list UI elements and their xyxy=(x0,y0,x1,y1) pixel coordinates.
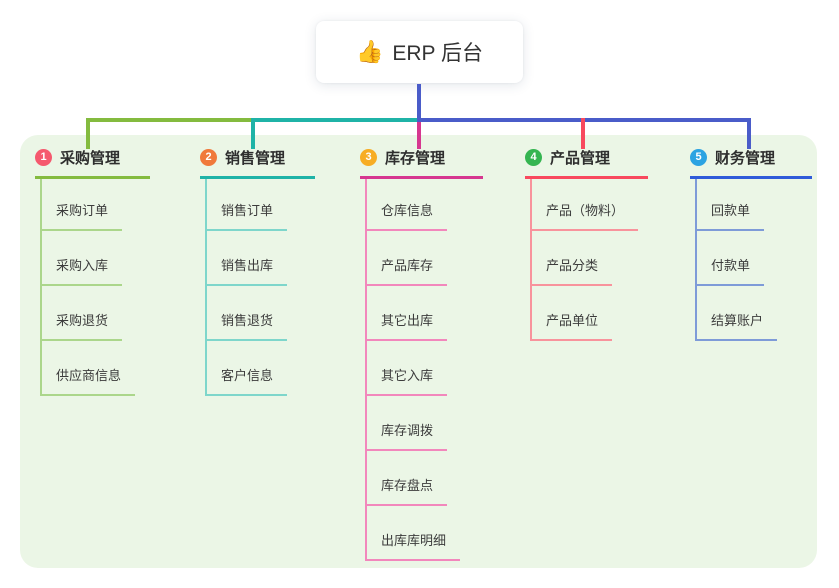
branch-number-badge: 3 xyxy=(360,148,377,166)
branch-label: 产品管理 xyxy=(550,149,611,167)
child-node[interactable]: 付款单 xyxy=(695,255,765,286)
child-trunk-connector xyxy=(530,179,532,341)
child-trunk-connector xyxy=(365,179,367,561)
child-node[interactable]: 出库库明细 xyxy=(365,530,461,561)
bus-connector-green xyxy=(86,118,255,122)
child-node[interactable]: 销售订单 xyxy=(205,200,288,231)
branch-drop-connector xyxy=(581,118,585,149)
child-node[interactable]: 客户信息 xyxy=(205,365,288,396)
child-node[interactable]: 其它入库 xyxy=(365,365,448,396)
child-trunk-connector xyxy=(205,179,207,396)
child-node[interactable]: 销售出库 xyxy=(205,255,288,286)
branch-drop-connector xyxy=(747,118,751,149)
branch-header-3[interactable]: 3 库存管理 xyxy=(360,147,483,179)
child-node[interactable]: 产品分类 xyxy=(530,255,613,286)
branch-drop-connector xyxy=(86,118,90,149)
branch-number-badge: 4 xyxy=(525,148,542,166)
child-node[interactable]: 采购退货 xyxy=(40,310,123,341)
branch-label: 销售管理 xyxy=(225,149,286,167)
child-node[interactable]: 产品库存 xyxy=(365,255,448,286)
branch-label: 财务管理 xyxy=(715,149,776,167)
branch-header-1[interactable]: 1 采购管理 xyxy=(35,147,150,179)
bus-connector-teal xyxy=(251,118,421,122)
root-stem-connector xyxy=(417,84,421,122)
child-node[interactable]: 仓库信息 xyxy=(365,200,448,231)
branch-header-2[interactable]: 2 销售管理 xyxy=(200,147,315,179)
child-trunk-connector xyxy=(695,179,697,341)
child-node[interactable]: 产品（物料） xyxy=(530,200,639,231)
root-node[interactable]: 👍 ERP 后台 xyxy=(316,21,523,83)
child-trunk-connector xyxy=(40,179,42,396)
branch-label: 库存管理 xyxy=(385,149,446,167)
child-node[interactable]: 销售退货 xyxy=(205,310,288,341)
child-node[interactable]: 库存调拨 xyxy=(365,420,448,451)
branch-header-4[interactable]: 4 产品管理 xyxy=(525,147,648,179)
child-node[interactable]: 采购订单 xyxy=(40,200,123,231)
child-node[interactable]: 其它出库 xyxy=(365,310,448,341)
branch-label: 采购管理 xyxy=(60,149,121,167)
thumbs-up-icon: 👍 xyxy=(355,39,384,64)
child-node[interactable]: 产品单位 xyxy=(530,310,613,341)
branch-drop-connector xyxy=(417,122,421,149)
branch-number-badge: 5 xyxy=(690,148,707,166)
branch-number-badge: 2 xyxy=(200,148,217,166)
child-node[interactable]: 回款单 xyxy=(695,200,765,231)
branch-header-5[interactable]: 5 财务管理 xyxy=(690,147,812,179)
child-node[interactable]: 结算账户 xyxy=(695,310,778,341)
root-node-label: ERP 后台 xyxy=(392,42,484,65)
child-node[interactable]: 供应商信息 xyxy=(40,365,136,396)
branch-number-badge: 1 xyxy=(35,148,52,166)
child-node[interactable]: 库存盘点 xyxy=(365,475,448,506)
child-node[interactable]: 采购入库 xyxy=(40,255,123,286)
branches-panel-background xyxy=(20,135,817,568)
branch-drop-connector xyxy=(251,118,255,149)
